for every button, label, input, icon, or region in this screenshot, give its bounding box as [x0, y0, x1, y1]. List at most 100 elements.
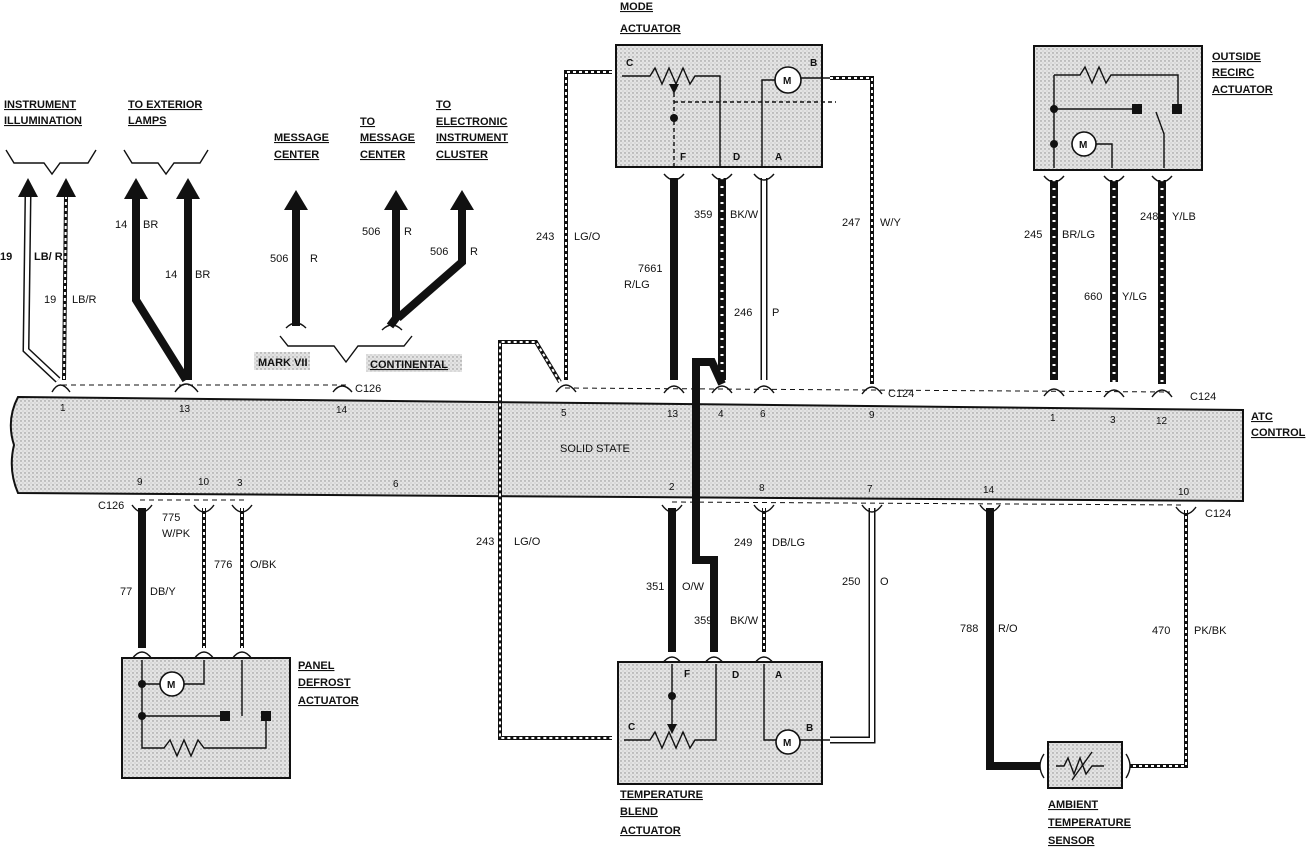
wire-label: 14 [165, 269, 177, 281]
wire-label: R [404, 226, 412, 238]
pin-top: 5 [561, 408, 567, 419]
wire-label: 243 [536, 231, 554, 243]
recirc-title-line3: ACTUATOR [1212, 84, 1273, 96]
dest-instrument-illumination-line1: INSTRUMENT [4, 99, 76, 111]
connector-c124-top: C124 [888, 388, 914, 400]
wire-label: 359 [694, 615, 712, 627]
wire-14-left [132, 196, 190, 383]
recirc-title-line2: RECIRC [1212, 67, 1254, 79]
wire-label: BR [143, 219, 158, 231]
mode-terminal-d: D [733, 152, 740, 163]
defrost-title-line2: DEFROST [298, 677, 351, 689]
ambient-sensor-box [1047, 741, 1123, 789]
recirc-motor-label: M [1079, 140, 1087, 151]
mode-actuator-title-line1: MODE [620, 1, 653, 13]
mode-actuator-title-line2: ACTUATOR [620, 23, 681, 35]
wire-359-crossing [692, 358, 726, 652]
arrow-up-icon [18, 178, 38, 197]
wire-label: 506 [362, 226, 380, 238]
wire-243-top [564, 70, 612, 380]
c124-top-connector-line [564, 387, 1171, 393]
temp-terminal-f: F [684, 669, 690, 680]
wire-label: 7661 [638, 263, 662, 275]
dest-electronic-cluster-line2: ELECTRONIC [436, 116, 508, 128]
wire-470 [1130, 510, 1188, 768]
wire-label: LB/ R [34, 251, 63, 263]
pin-top: 14 [336, 405, 348, 416]
temp-blend-actuator-box [617, 661, 823, 785]
wire-label: 248 [1140, 211, 1158, 223]
pin-top: 6 [760, 409, 766, 420]
wire-label: O/W [682, 581, 705, 593]
mode-terminal-b: B [810, 58, 817, 69]
dest-message-center-line1: MESSAGE [274, 132, 329, 144]
wire-250 [830, 508, 876, 744]
mode-terminal-c: C [626, 58, 633, 69]
wire-label: 247 [842, 217, 860, 229]
wire-label: 19 [44, 294, 56, 306]
pin-top: 13 [179, 404, 191, 415]
pin-bottom: 8 [759, 483, 765, 494]
mark-vii-label: MARK VII [258, 357, 308, 369]
temp-terminal-c: C [628, 722, 635, 733]
dest-instrument-illumination-line2: ILLUMINATION [4, 115, 82, 127]
terminal-icon [661, 504, 883, 665]
wire-label: 506 [430, 246, 448, 258]
wire-label: P [772, 307, 779, 319]
wire-label: 359 [694, 209, 712, 221]
wire-label: DB/LG [772, 537, 805, 549]
terminal-icon [131, 504, 253, 660]
wire-label: BK/W [730, 615, 759, 627]
wire-247 [830, 76, 874, 384]
module-name-line1: ATC [1251, 411, 1273, 423]
terminal-icon [979, 504, 1197, 515]
terminal-icon [174, 383, 199, 393]
temp-terminal-b: B [806, 723, 813, 734]
continental-box [366, 354, 462, 372]
connector-c126-top: C126 [355, 383, 381, 395]
pin-top: 1 [1050, 413, 1056, 424]
dest-to-message-center-line3: CENTER [360, 149, 405, 161]
wire-label: O/BK [250, 559, 277, 571]
dest-to-message-center-line1: TO [360, 116, 376, 128]
brace-exterior-lamps [123, 149, 209, 176]
wire-label: 77 [120, 586, 132, 598]
wire-label: BK/W [730, 209, 759, 221]
wire-label: 14 [115, 219, 127, 231]
defrost-title-line1: PANEL [298, 660, 335, 672]
pin-bottom: 6 [393, 479, 399, 490]
pin-bottom: 10 [198, 477, 210, 488]
dest-to-message-center-line2: MESSAGE [360, 132, 415, 144]
wire-506-to-message-center [386, 208, 400, 329]
pin-bottom: 10 [1178, 487, 1190, 498]
wire-label: 506 [270, 253, 288, 265]
wire-label: 243 [476, 536, 494, 548]
mode-terminal-f: F [680, 152, 686, 163]
temp-terminal-d: D [732, 670, 739, 681]
pin-top: 9 [869, 410, 875, 421]
mode-motor-label: M [783, 76, 791, 87]
wire-label: BR [195, 269, 210, 281]
arrow-up-icon [384, 190, 408, 210]
connector-c126-bottom: C126 [98, 500, 124, 512]
temp-motor-label: M [783, 738, 791, 749]
wire-label: 245 [1024, 229, 1042, 241]
terminal-icon [332, 385, 353, 393]
temp-blend-title-line3: ACTUATOR [620, 825, 681, 837]
mode-actuator-box [615, 44, 823, 168]
atc-control-module [9, 395, 1244, 503]
wire-label: 19 [0, 251, 12, 263]
wire-label: 351 [646, 581, 664, 593]
terminal-icon [555, 384, 1173, 398]
pin-top: 13 [667, 409, 679, 420]
dest-electronic-cluster-line3: INSTRUMENT [436, 132, 508, 144]
terminal-icon [663, 173, 1173, 183]
wire-label: 246 [734, 307, 752, 319]
wire-label: BR/LG [1062, 229, 1095, 241]
connector-c124-bottom: C124 [1205, 508, 1231, 520]
wire-label: W/Y [880, 217, 901, 229]
temp-blend-title-line1: TEMPERATURE [620, 789, 703, 801]
wire-label: 250 [842, 576, 860, 588]
brace-mark-continental [279, 335, 413, 364]
